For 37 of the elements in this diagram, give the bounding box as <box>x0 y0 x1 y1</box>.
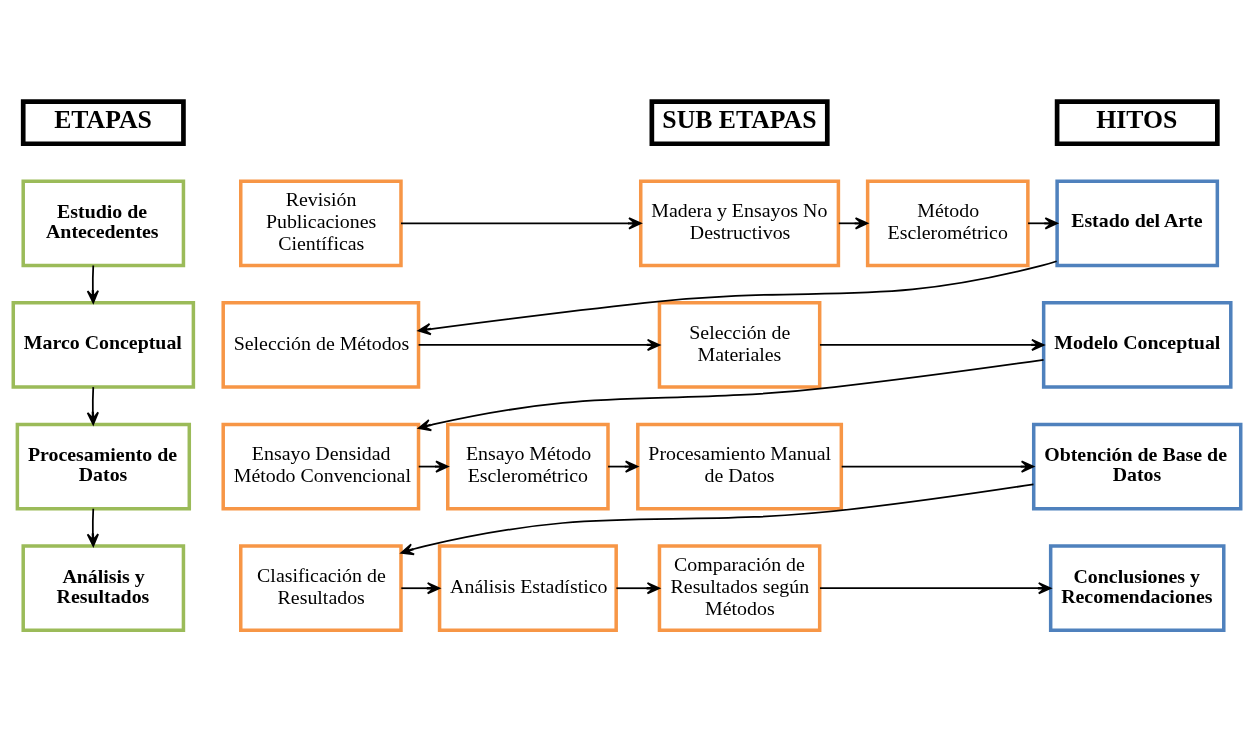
node-box: Estado del Arte <box>1055 179 1220 268</box>
arrow <box>86 507 99 547</box>
arrow <box>86 264 99 304</box>
node-box: Marco Conceptual <box>11 301 196 389</box>
node-box: Modelo Conceptual <box>1041 301 1233 389</box>
node-box: Método Esclerométrico <box>865 179 1030 268</box>
arrow <box>417 358 1045 432</box>
node-box: Procesamiento Manual de Datos <box>636 422 844 511</box>
node-box: Comparación de Resultados según Métodos <box>657 544 822 633</box>
node-box: Obtención de Base de Datos <box>1031 422 1243 511</box>
arrow <box>400 217 642 230</box>
node-box: HITOS <box>1054 99 1220 147</box>
node-box: Procesamiento de Datos <box>15 422 192 511</box>
node-box: Análisis y Resultados <box>21 544 186 633</box>
arrow <box>1027 217 1058 230</box>
arrow <box>400 582 441 595</box>
arrow <box>819 338 1045 352</box>
node-box: ETAPAS <box>20 99 186 147</box>
node-box: Selección de Métodos <box>221 301 421 389</box>
node-box: Análisis Estadístico <box>437 544 618 633</box>
arrow <box>417 260 1058 336</box>
node-box: Estudio de Antecedentes <box>21 179 186 268</box>
arrow <box>400 483 1035 556</box>
node-box: SUB ETAPAS <box>649 99 830 147</box>
node-box: Conclusiones y Recomendaciones <box>1048 544 1226 633</box>
arrow <box>837 217 869 230</box>
arrow <box>615 582 661 595</box>
node-box: Ensayo Método Esclerométrico <box>446 422 610 511</box>
arrow <box>840 460 1035 473</box>
arrow <box>819 582 1052 595</box>
node-box: Selección de Materiales <box>657 301 822 389</box>
node-box: Clasificación de Resultados <box>239 544 403 633</box>
arrow <box>417 338 661 352</box>
node-box: Ensayo Densidad Método Convencional <box>221 422 421 511</box>
node-box: Revisión Publicaciones Científicas <box>239 179 403 268</box>
arrow <box>86 386 99 426</box>
node-box: Madera y Ensayos No Destructivos <box>639 179 841 268</box>
